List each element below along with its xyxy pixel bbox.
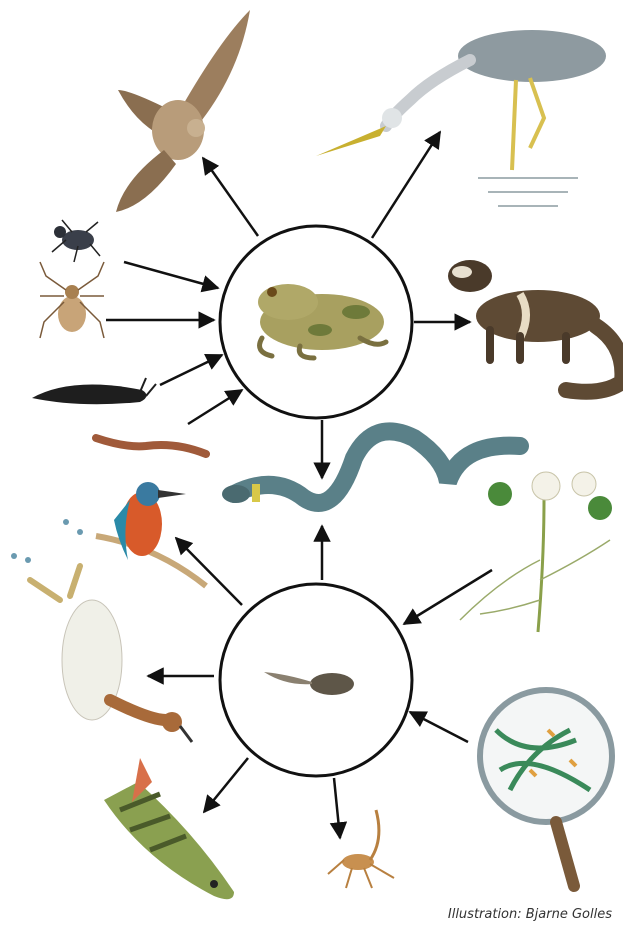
arrow-frog-to-heron bbox=[372, 132, 440, 238]
garden-spider-illustration bbox=[40, 262, 104, 338]
arrow-algae-to-tadpole bbox=[410, 712, 468, 742]
kingfisher-illustration bbox=[96, 482, 206, 586]
perch-illustration bbox=[104, 758, 234, 899]
buzzard-illustration bbox=[116, 10, 250, 212]
grass-snake-illustration bbox=[222, 431, 520, 503]
ground-beetle-illustration bbox=[52, 220, 100, 262]
great-crested-grebe-illustration bbox=[11, 519, 192, 742]
arrow-slug-to-frog bbox=[160, 355, 222, 385]
slug-illustration bbox=[32, 378, 156, 404]
arrow-worm-to-frog bbox=[188, 390, 242, 424]
polecat-illustration bbox=[448, 260, 622, 392]
arrow-frog-to-buzzard bbox=[203, 158, 258, 236]
algae-magnifier-illustration bbox=[480, 690, 612, 886]
illustration-credit: Illustration: Bjarne Golles bbox=[400, 907, 612, 922]
arrow-tadpole-to-perch bbox=[204, 758, 248, 812]
grey-heron-illustration bbox=[316, 30, 606, 206]
arrow-beetle-to-frog bbox=[124, 262, 218, 288]
earthworm-illustration bbox=[96, 438, 206, 454]
arrow-crowfoot-to-tadpole bbox=[404, 570, 492, 624]
arrow-tadpole-to-water-scorpion bbox=[334, 778, 340, 838]
water-crowfoot-illustration bbox=[460, 472, 612, 632]
